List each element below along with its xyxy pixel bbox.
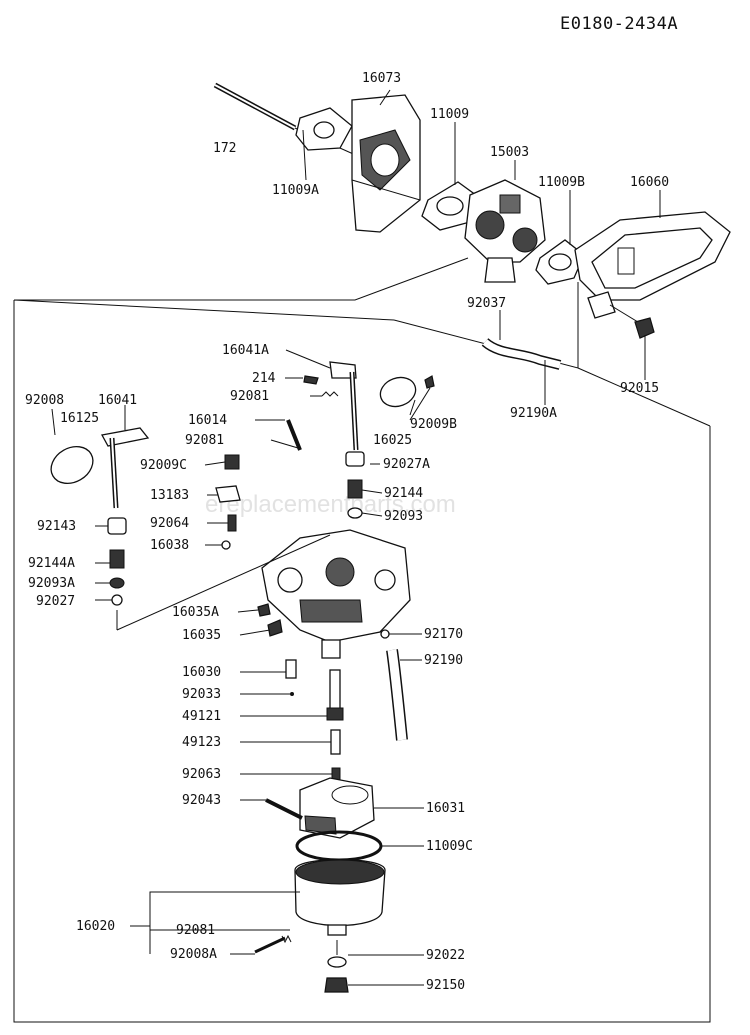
screw-92009b-part <box>424 375 435 389</box>
label-92043: 92043 <box>182 793 221 808</box>
gasket-11009a-part <box>295 107 353 151</box>
label-16031: 16031 <box>426 801 465 816</box>
label-49123: 49123 <box>182 735 221 750</box>
label-92081-c: 92081 <box>176 923 215 938</box>
label-15003: 15003 <box>490 145 529 160</box>
label-92064: 92064 <box>150 516 189 531</box>
label-49121: 49121 <box>182 709 221 724</box>
label-92015: 92015 <box>620 381 659 396</box>
label-11009b: 11009B <box>538 175 585 190</box>
label-16125: 16125 <box>60 411 99 426</box>
label-16035: 16035 <box>182 628 221 643</box>
label-16020: 16020 <box>76 919 115 934</box>
label-11009a: 11009A <box>272 183 319 198</box>
label-92008a: 92008A <box>170 947 217 962</box>
main-jet-stack <box>285 659 344 781</box>
label-11009c: 11009C <box>426 839 473 854</box>
label-92027a: 92027A <box>383 457 430 472</box>
label-92009b: 92009B <box>410 417 457 432</box>
label-16038: 16038 <box>150 538 189 553</box>
label-16025: 16025 <box>373 433 412 448</box>
label-172: 172 <box>213 141 236 156</box>
label-92150: 92150 <box>426 978 465 993</box>
carburetor-15003-part <box>464 179 546 283</box>
choke-valve-part <box>50 427 150 509</box>
screw-16035a-part <box>257 603 271 617</box>
label-92144: 92144 <box>384 486 423 501</box>
label-92037: 92037 <box>467 296 506 311</box>
float-pin-part <box>265 798 303 820</box>
label-16014: 16014 <box>188 413 227 428</box>
label-92022: 92022 <box>426 948 465 963</box>
label-16073: 16073 <box>362 71 401 86</box>
label-92190a: 92190A <box>510 406 557 421</box>
washer-92022-part <box>327 956 347 968</box>
label-92190: 92190 <box>424 653 463 668</box>
label-92093: 92093 <box>384 509 423 524</box>
label-16041a: 16041A <box>222 343 269 358</box>
leader-lines <box>51 89 661 986</box>
bolt-92150-part <box>324 977 349 993</box>
center-stack <box>345 451 365 519</box>
label-13183: 13183 <box>150 488 189 503</box>
float-16031-part <box>299 777 375 839</box>
air-cleaner-base-16060-part <box>574 211 731 319</box>
idle-screw-stack <box>215 454 241 550</box>
screw-16035-part <box>267 619 283 637</box>
label-11009: 11009 <box>430 107 469 122</box>
label-92027: 92027 <box>36 594 75 609</box>
fuel-hose-92190-part <box>386 649 408 741</box>
label-92170: 92170 <box>424 627 463 642</box>
label-214: 214 <box>252 371 276 386</box>
label-16030: 16030 <box>182 665 221 680</box>
drain-screw-part <box>254 934 292 954</box>
label-92081-b: 92081 <box>185 433 224 448</box>
gasket-11009-part <box>421 181 481 231</box>
label-92033: 92033 <box>182 687 221 702</box>
throttle-shaft-part <box>303 361 359 451</box>
label-92081-a: 92081 <box>230 389 269 404</box>
label-92093a: 92093A <box>28 576 75 591</box>
label-92063: 92063 <box>182 767 221 782</box>
carburetor-body-part <box>261 529 411 659</box>
jet-16014-part <box>286 419 302 451</box>
label-92009c: 92009C <box>140 458 187 473</box>
label-16035a: 16035A <box>172 605 219 620</box>
label-16041: 16041 <box>98 393 137 408</box>
label-92008: 92008 <box>25 393 64 408</box>
left-spring-stack <box>107 517 127 606</box>
insulator-16073-part <box>351 94 421 233</box>
label-92143: 92143 <box>37 519 76 534</box>
throttle-plate-part <box>379 376 417 408</box>
label-16060: 16060 <box>630 175 669 190</box>
part-labels: 172 16073 11009 11009A 15003 11009B 1606… <box>25 71 669 993</box>
label-92144a: 92144A <box>28 556 75 571</box>
gasket-11009b-part <box>535 239 585 285</box>
diagram-code: E0180-2434A <box>560 14 678 34</box>
hose-92037-part <box>481 337 562 370</box>
clip-92170-part <box>380 629 390 639</box>
watermark: ereplacementparts.com <box>205 491 456 518</box>
bolt-92015-part <box>609 304 655 339</box>
float-bowl-part <box>294 858 386 936</box>
